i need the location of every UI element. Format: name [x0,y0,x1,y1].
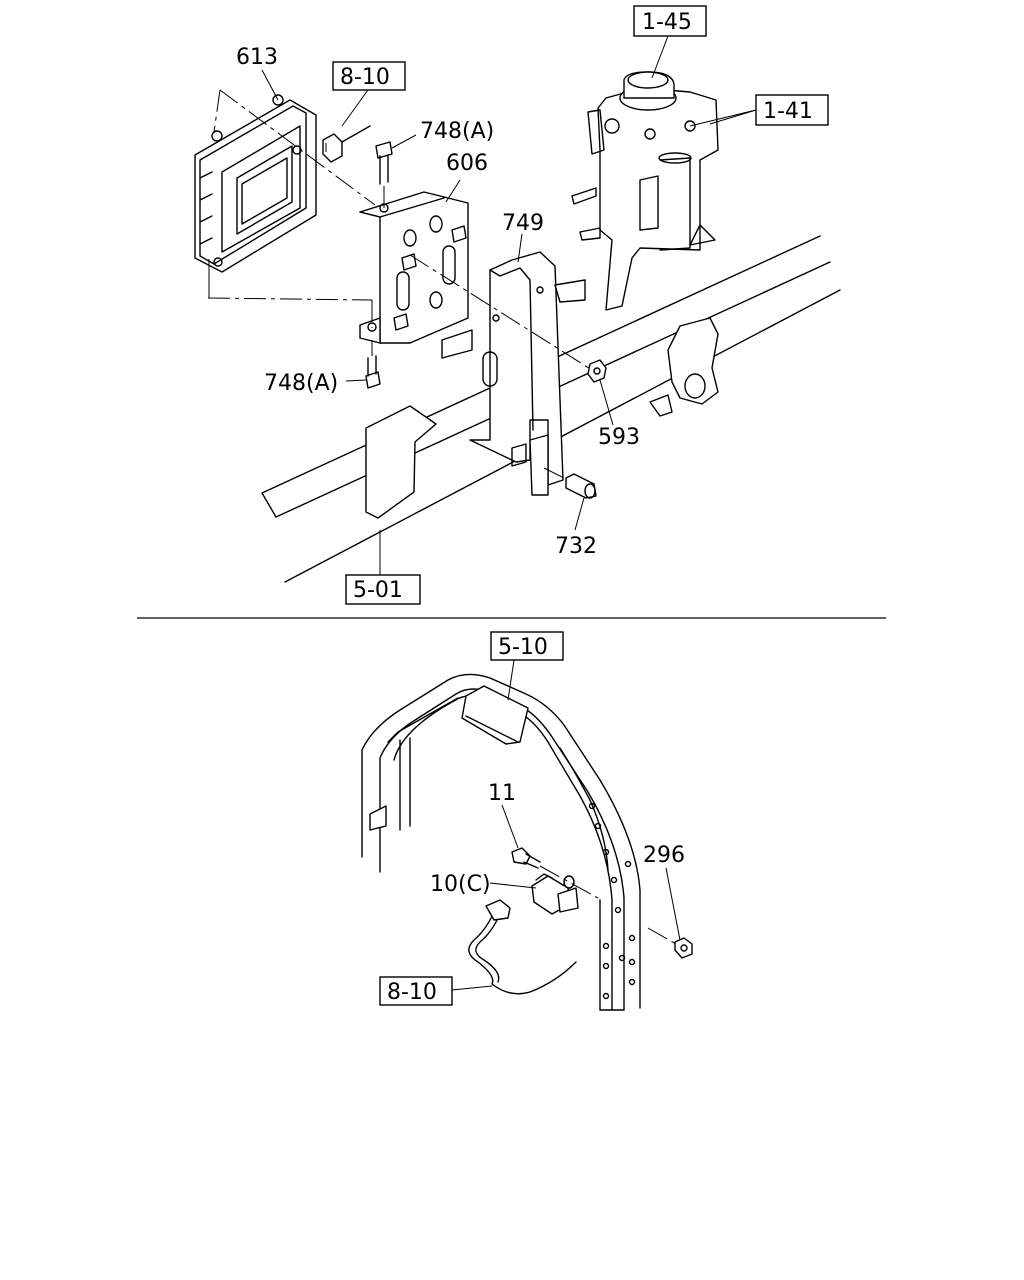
callout-748a-top: 748(A) [420,119,494,144]
callout-593: 593 [598,425,640,450]
refbox-1-41[interactable]: 1-41 [755,94,829,126]
assembly-center-lines-bottom [539,865,677,945]
callout-606: 606 [446,151,488,176]
fuel-filter-assembly [571,71,719,311]
nut-593 [587,359,607,383]
svg-text:8-10: 8-10 [340,65,390,90]
callout-732: 732 [555,534,597,559]
refbox-5-01[interactable]: 5-01 [345,574,421,605]
bolt-732 [565,473,597,499]
svg-text:1-45: 1-45 [642,10,692,35]
arch-frame-5-10 [361,673,641,1011]
callout-296: 296 [643,843,685,868]
bolt-11 [511,847,541,869]
leader-lines-bottom [451,659,681,991]
callout-11: 11 [488,781,516,806]
bracket-749 [441,251,586,496]
sensor-10c [531,873,579,915]
svg-text:5-01: 5-01 [353,578,403,603]
bolt-748a-bottom [365,355,381,389]
refbox-8-10-top[interactable]: 8-10 [332,61,406,91]
connector-top [322,125,371,163]
svg-text:8-10: 8-10 [387,980,437,1005]
svg-text:5-10: 5-10 [498,635,548,660]
callout-748a-bottom: 748(A) [264,371,338,396]
wire-harness-8-10 [468,899,577,995]
refbox-1-45[interactable]: 1-45 [633,5,707,37]
control-unit-613 [194,94,317,298]
refbox-8-10-bottom[interactable]: 8-10 [379,976,453,1006]
refbox-5-10[interactable]: 5-10 [490,631,564,661]
svg-text:1-41: 1-41 [763,99,813,124]
frame-mount-bracket [649,317,719,417]
bolt-748a-top [375,141,393,185]
callout-10c: 10(C) [430,872,491,897]
bracket-606 [359,191,469,344]
leader-lines-top [261,35,757,575]
callout-749: 749 [502,211,544,236]
frame-gusset-plate [365,405,437,519]
assembly-center-lines-top [207,89,593,481]
nut-296 [674,937,693,959]
callout-613: 613 [236,45,278,70]
